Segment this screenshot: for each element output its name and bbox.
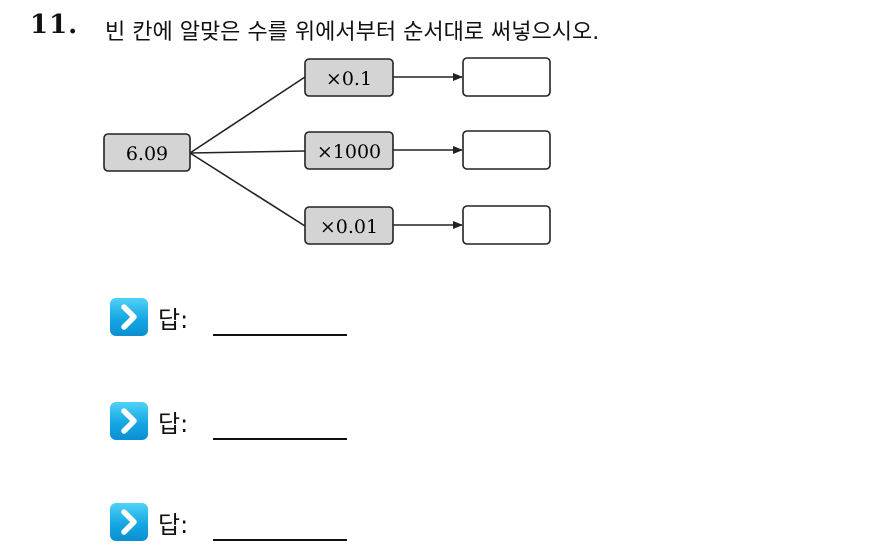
answer-label: 답: bbox=[158, 306, 189, 334]
chevron-right-icon bbox=[110, 503, 148, 541]
blank-box-3[interactable] bbox=[462, 205, 551, 245]
branch-line-top bbox=[189, 76, 306, 154]
answer-blank-line[interactable] bbox=[213, 438, 347, 440]
answer-blank-line[interactable] bbox=[213, 334, 347, 336]
start-value-text: 6.09 bbox=[126, 143, 168, 165]
answer-label: 답: bbox=[158, 511, 189, 539]
operation-box-1: ×0.1 bbox=[304, 58, 394, 97]
start-value-box: 6.09 bbox=[103, 133, 191, 172]
answer-label: 답: bbox=[158, 410, 189, 438]
operation-text-1: ×0.1 bbox=[326, 68, 372, 90]
chevron-right-icon bbox=[110, 402, 148, 440]
chevron-right-icon bbox=[110, 298, 148, 336]
branch-line-bottom bbox=[189, 152, 306, 227]
blank-box-1[interactable] bbox=[462, 57, 551, 97]
operation-box-3: ×0.01 bbox=[304, 206, 394, 245]
question-text: 빈 칸에 알맞은 수를 위에서부터 순서대로 써넣으시오. bbox=[105, 20, 600, 45]
operation-box-2: ×1000 bbox=[304, 131, 394, 170]
blank-box-2[interactable] bbox=[462, 130, 551, 170]
operation-text-2: ×1000 bbox=[317, 141, 381, 163]
question-number: 11. bbox=[30, 10, 79, 40]
branch-line-middle bbox=[189, 150, 306, 154]
answer-blank-line[interactable] bbox=[213, 539, 347, 541]
operation-text-3: ×0.01 bbox=[320, 216, 378, 238]
